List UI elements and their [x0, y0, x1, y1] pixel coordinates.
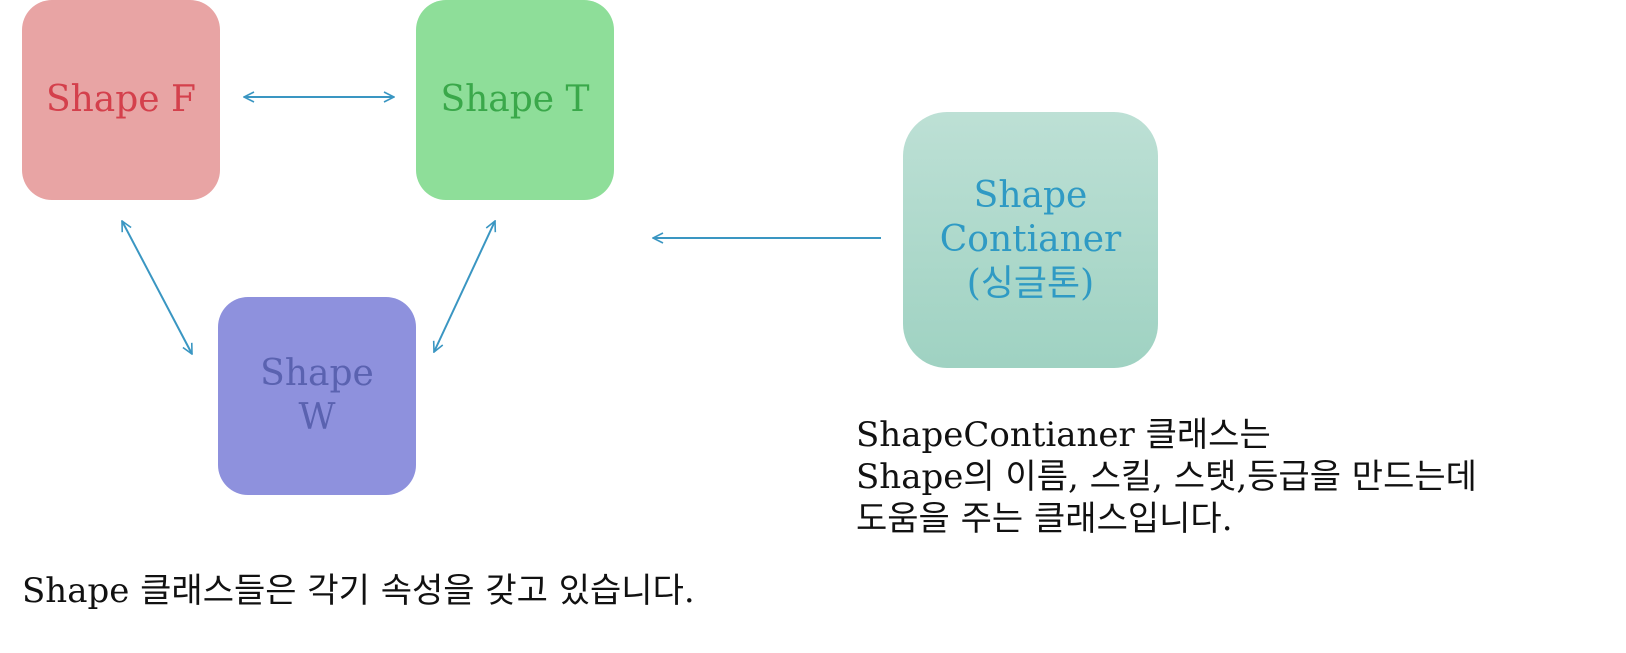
container-description: ShapeContianer 클래스는 Shape의 이름, 스킬, 스탯,등급…: [856, 414, 1477, 540]
shape-t-label: Shape T: [440, 79, 590, 120]
shape-w-box: Shape W: [218, 297, 416, 495]
arrow-f-w: [121, 221, 193, 354]
container-label-line2: Contianer: [939, 219, 1122, 260]
shape-f-label: Shape F: [45, 79, 197, 120]
container-description-line: ShapeContianer 클래스는: [856, 415, 1271, 455]
shape-w-label-line1: Shape: [260, 353, 374, 394]
shapes-description: Shape 클래스들은 각기 속성을 갖고 있습니다.: [22, 571, 695, 611]
container-description-line: 도움을 주는 클래스입니다.: [856, 499, 1233, 539]
container-label-line3: (싱글톤): [966, 263, 1095, 304]
shape-t-box: Shape T: [416, 0, 614, 200]
container-description-line: Shape의 이름, 스킬, 스탯,등급을 만드는데: [856, 457, 1477, 497]
shape-w-label-line2: W: [298, 397, 336, 438]
arrow-t-w: [434, 221, 495, 352]
shape-container-box: Shape Contianer (싱글톤): [903, 112, 1158, 368]
container-label-line1: Shape: [973, 175, 1088, 216]
shape-f-box: Shape F: [22, 0, 220, 200]
